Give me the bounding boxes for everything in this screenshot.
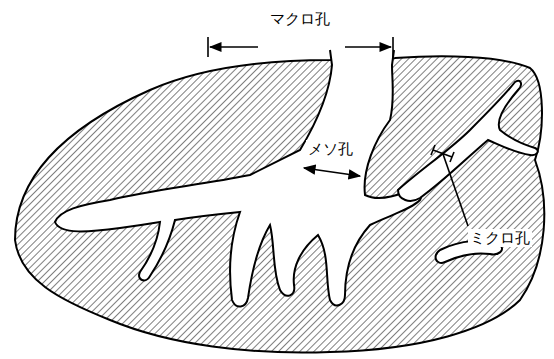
mesopore-label: メソ孔 xyxy=(306,140,355,158)
micropore-label: ミクロ孔 xyxy=(468,229,532,247)
macropore-label: マクロ孔 xyxy=(268,10,332,28)
mesopore-arrow xyxy=(304,168,360,176)
micropore-bracket xyxy=(431,145,468,226)
micropore-channel xyxy=(398,81,538,201)
macropore-channel xyxy=(55,50,421,307)
macropore-bracket xyxy=(208,37,393,57)
